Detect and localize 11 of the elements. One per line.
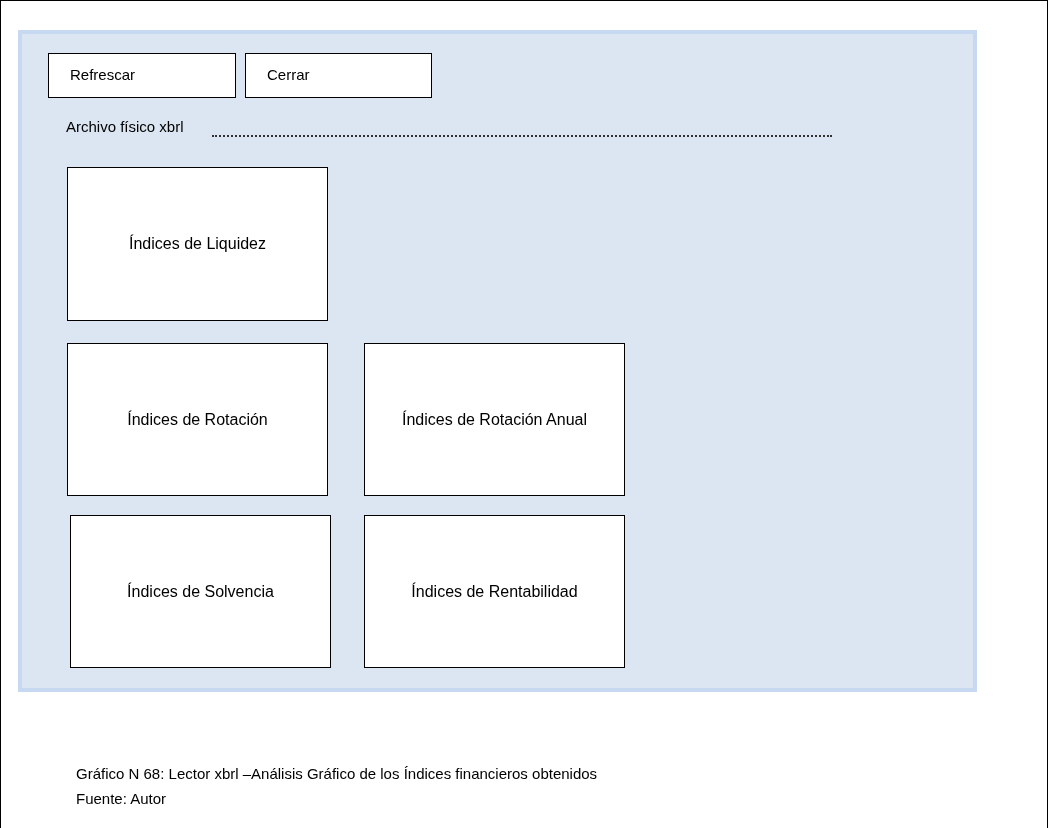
window-panel <box>18 30 977 692</box>
button: Cerrar <box>245 53 432 98</box>
panel-box: Índices de Rotación Anual <box>364 343 625 496</box>
button: Refrescar <box>48 53 236 98</box>
field-label: Archivo físico xbrl <box>66 118 184 135</box>
panel-box: Índices de Liquidez <box>67 167 328 321</box>
caption: Gráfico N 68: Lector xbrl –Análisis Gráfico de los Índices financieros obtenidos <box>76 765 598 782</box>
panel-box: Índices de Solvencia <box>70 515 331 668</box>
panel-box: Índices de Rentabilidad <box>364 515 625 668</box>
source-note: Fuente: Autor <box>76 790 167 807</box>
panel-box: Índices de Rotación <box>67 343 328 496</box>
